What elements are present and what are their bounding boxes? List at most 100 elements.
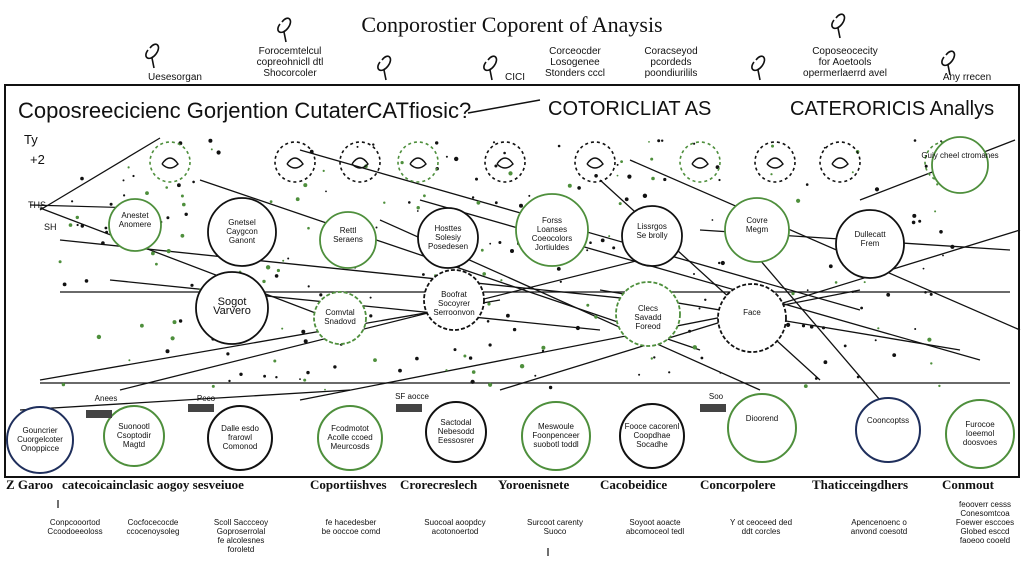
dot bbox=[594, 315, 598, 319]
dot bbox=[856, 375, 860, 379]
tag-label: SF aocce bbox=[395, 392, 429, 401]
dot bbox=[282, 259, 285, 262]
dot bbox=[556, 267, 561, 271]
dot bbox=[58, 260, 62, 264]
dot bbox=[528, 194, 531, 197]
bottom-heading: Cacobeidice bbox=[600, 477, 668, 492]
dot bbox=[914, 328, 917, 330]
sketch-icon bbox=[831, 13, 846, 39]
dot bbox=[123, 194, 126, 197]
side-label-4: SH bbox=[44, 222, 57, 232]
dot bbox=[239, 372, 243, 376]
circle-label: Covre Megm bbox=[745, 216, 769, 234]
sketch-circle bbox=[679, 141, 721, 183]
bottom-text: Apencenoenc o anvond coesotd bbox=[850, 518, 908, 536]
dot bbox=[934, 210, 937, 213]
dot bbox=[408, 201, 411, 204]
dot bbox=[922, 267, 925, 270]
dot bbox=[274, 274, 279, 278]
dot bbox=[877, 327, 880, 330]
dot bbox=[155, 262, 158, 266]
bottom-text: fe hacedesber be ooccoe comd bbox=[321, 518, 381, 536]
dot bbox=[151, 251, 155, 256]
dot bbox=[228, 379, 231, 383]
circle-label: Sogot Varvero bbox=[213, 296, 251, 317]
dot bbox=[650, 357, 653, 360]
dot bbox=[618, 202, 622, 206]
dot bbox=[650, 157, 654, 161]
dot bbox=[453, 348, 457, 352]
dot bbox=[68, 223, 73, 227]
dot bbox=[470, 379, 475, 384]
dot bbox=[416, 206, 420, 210]
dot bbox=[84, 279, 89, 283]
bottom-heading: Thaticceingdhers bbox=[812, 477, 909, 492]
dot bbox=[575, 325, 581, 331]
circle-label: Gouncrier Cuorgelcoter Onoppicce bbox=[17, 426, 63, 453]
dot bbox=[273, 359, 277, 363]
side-label-3: THS bbox=[28, 200, 46, 210]
category-circle bbox=[317, 405, 383, 471]
dot bbox=[548, 385, 553, 390]
dot bbox=[913, 139, 917, 142]
dot bbox=[821, 326, 826, 330]
dot bbox=[512, 327, 517, 332]
top-label: Corceocder Losogenee Stonders cccl bbox=[544, 46, 606, 79]
circle-label: Furocoe Ioeemol doosvoes bbox=[962, 420, 998, 447]
dot bbox=[61, 382, 66, 387]
dot bbox=[950, 244, 955, 249]
circle-label: Gnetsel Caygcon Ganont bbox=[226, 218, 258, 245]
dot bbox=[612, 246, 616, 250]
top-label: Coracseyod pcordeds poondiurilils bbox=[644, 46, 698, 79]
dot bbox=[295, 197, 300, 202]
sketch-circle bbox=[819, 141, 861, 183]
dot bbox=[791, 292, 795, 296]
dot bbox=[688, 329, 692, 333]
dot bbox=[488, 382, 493, 387]
sketch-icon bbox=[145, 43, 160, 69]
dot bbox=[109, 202, 113, 206]
dot bbox=[445, 369, 448, 372]
connector-line bbox=[759, 259, 881, 401]
circle-label: Lissrgos Se brolly bbox=[636, 222, 668, 240]
dot bbox=[559, 280, 562, 283]
circle-label: Guiy cheel ctromanes bbox=[921, 151, 999, 160]
circle-label: Comvtal Snadovd bbox=[324, 308, 356, 326]
dot bbox=[704, 298, 707, 301]
dot bbox=[805, 183, 809, 186]
dot bbox=[489, 242, 492, 245]
category-circle bbox=[423, 269, 485, 331]
sketch-icon bbox=[286, 157, 304, 169]
dot bbox=[939, 230, 943, 234]
dot bbox=[608, 235, 611, 238]
dot bbox=[263, 374, 266, 378]
category-circle bbox=[727, 393, 797, 463]
dot bbox=[75, 215, 80, 220]
dot bbox=[851, 290, 854, 293]
side-label-1: Ty bbox=[24, 132, 38, 147]
dot bbox=[924, 164, 928, 168]
category-circle bbox=[108, 198, 162, 252]
category-circle bbox=[724, 197, 790, 263]
circle-label: Anestet Anomere bbox=[118, 211, 152, 229]
dot bbox=[809, 325, 814, 329]
bottom-text: Y ot ceoceed ded ddt corcles bbox=[729, 518, 793, 536]
dot bbox=[398, 368, 402, 373]
dot bbox=[642, 193, 648, 198]
dot bbox=[541, 345, 546, 350]
dot bbox=[276, 268, 280, 273]
dot bbox=[796, 198, 801, 203]
diagram-frame bbox=[4, 84, 1020, 478]
category-circle bbox=[103, 405, 165, 467]
category-circle bbox=[717, 283, 787, 353]
dot bbox=[557, 144, 561, 148]
dot bbox=[415, 356, 419, 361]
sketch-circle bbox=[339, 141, 381, 183]
category-circle bbox=[945, 399, 1015, 469]
category-circle bbox=[621, 205, 683, 267]
category-circle bbox=[835, 209, 905, 279]
bottom-text: Soyoot aoacte abcomoceol tedl bbox=[625, 518, 685, 536]
dot bbox=[170, 336, 175, 341]
dot bbox=[423, 194, 426, 198]
dot bbox=[930, 362, 933, 365]
